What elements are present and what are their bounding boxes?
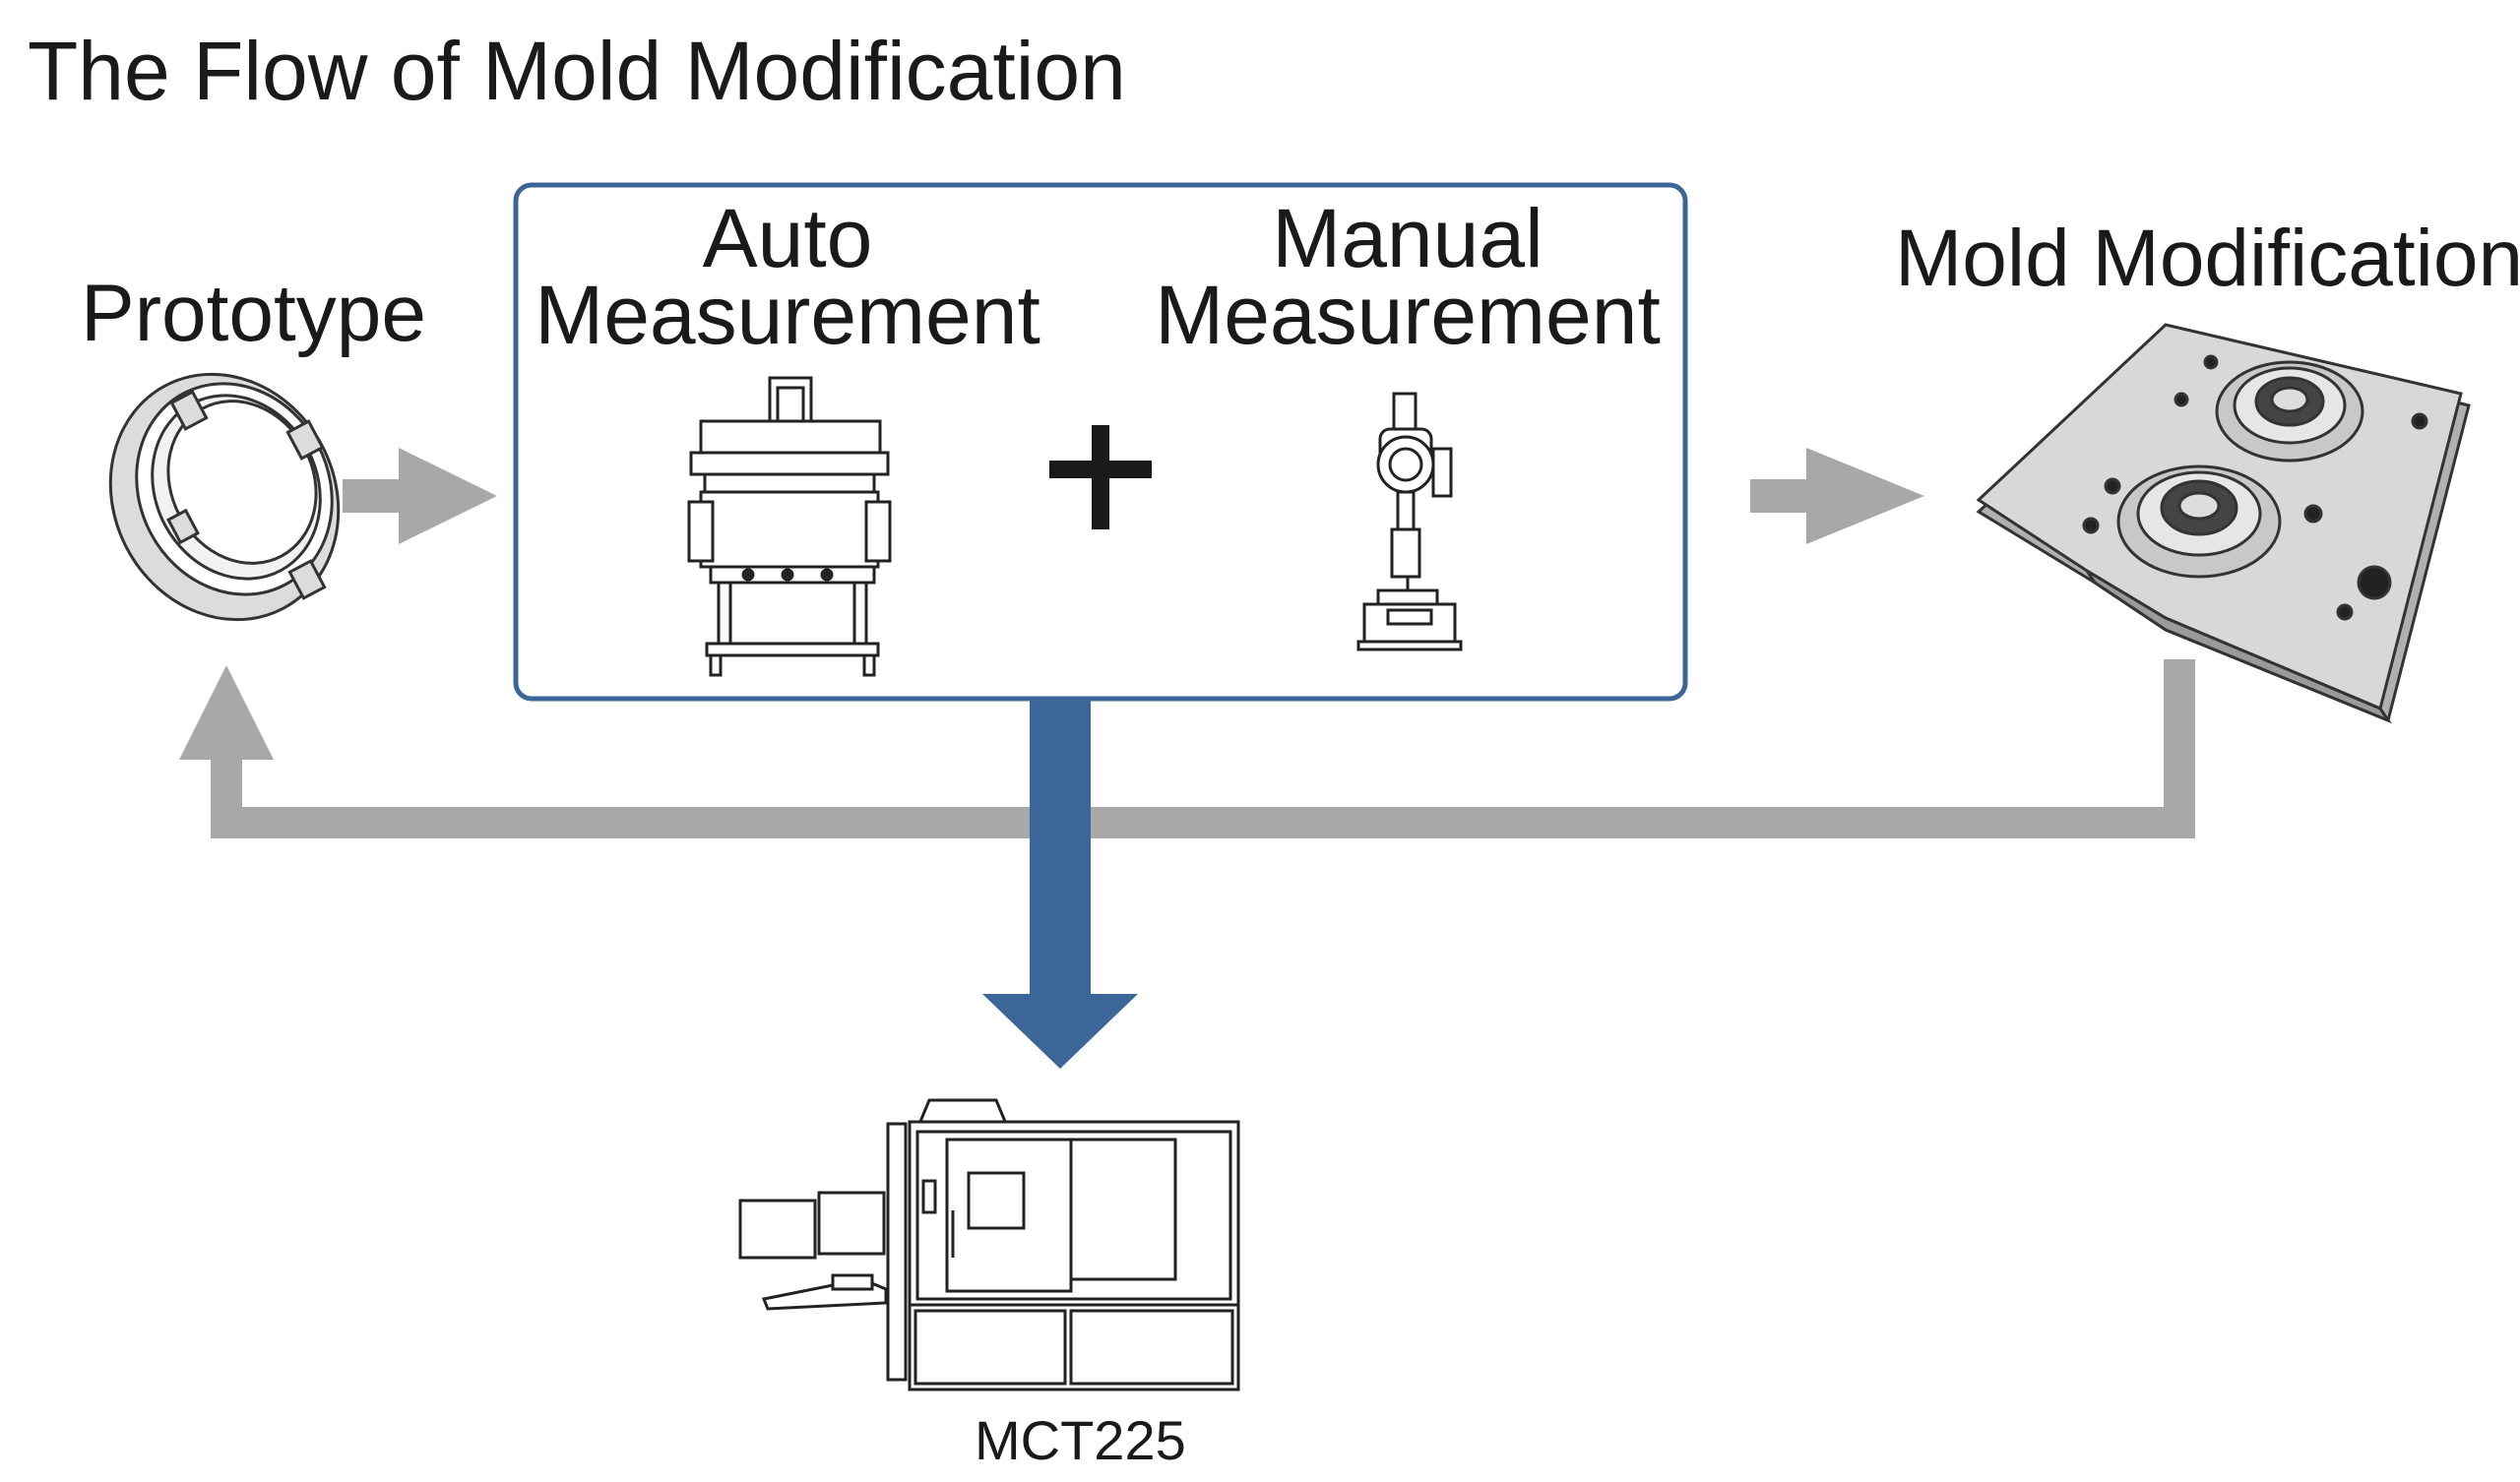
measurement-box (513, 182, 1688, 702)
auto-measurement-line2: Measurement (535, 269, 1040, 361)
mold-plate-icon (1976, 323, 2471, 724)
plus-icon (1049, 425, 1152, 529)
manual-measurement-line2: Measurement (1155, 269, 1661, 361)
manual-measurement-gauge-icon (1356, 392, 1463, 651)
mct225-machine-icon (738, 1098, 1240, 1391)
auto-measurement-machine-icon (687, 376, 892, 677)
arrow-measurement-to-mct (982, 701, 1138, 1069)
manual-measurement-label: Manual Measurement (1142, 192, 1673, 361)
prototype-ring-icon (108, 372, 341, 622)
prototype-label: Prototype (81, 269, 426, 358)
arrow-prototype-to-measurement (343, 448, 497, 544)
arrow-measurement-to-mold (1750, 448, 1924, 544)
mct225-label: MCT225 (975, 1409, 1186, 1471)
feedback-loop-arrow (179, 659, 2195, 838)
page-title: The Flow of Mold Modification (28, 25, 1126, 117)
auto-measurement-line1: Auto (702, 192, 873, 284)
auto-measurement-label: Auto Measurement (512, 192, 1063, 361)
mold-modification-label: Mold Modification (1895, 214, 2520, 303)
manual-measurement-line1: Manual (1272, 192, 1544, 284)
